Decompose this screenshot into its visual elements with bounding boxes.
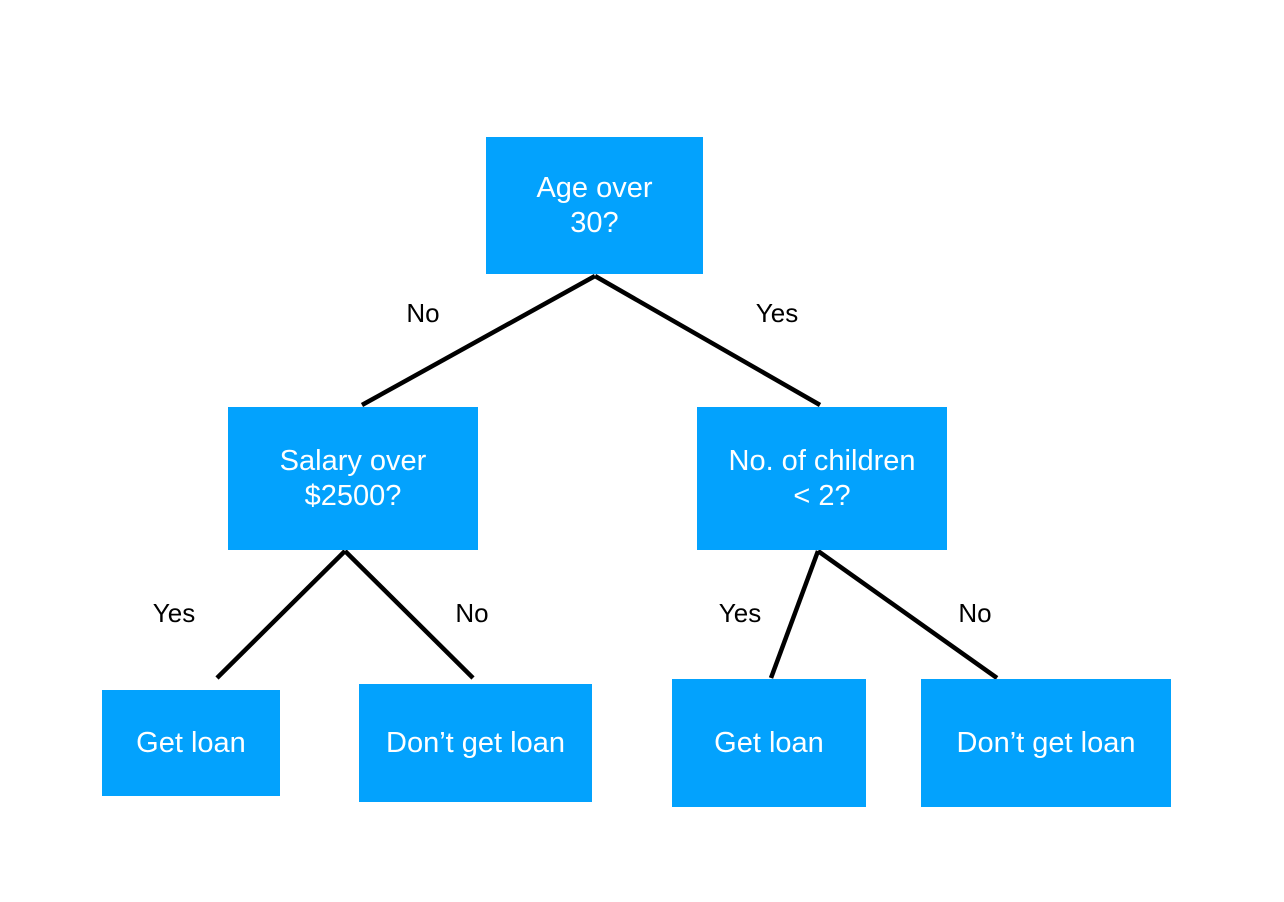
edge-label-salary-yes: Yes xyxy=(152,598,196,628)
node-children-line2: < 2? xyxy=(793,479,851,512)
edge-right-to-right-yes-leaf xyxy=(768,550,821,679)
node-salary-over-2500: Salary over $2500? xyxy=(228,407,478,550)
edge-label-children-yes: Yes xyxy=(718,598,762,628)
node-salary-line2: $2500? xyxy=(304,479,402,512)
leaf-dont-get-loan-right: Don’t get loan xyxy=(921,679,1171,807)
edge-root-to-right xyxy=(593,274,822,407)
leaf-dont-get-loan-left-label: Don’t get loan xyxy=(386,726,565,759)
edge-left-to-left-no-leaf xyxy=(343,549,475,680)
node-age-over-30: Age over 30? xyxy=(486,137,703,274)
leaf-get-loan-left: Get loan xyxy=(102,690,280,796)
edge-label-root-no: No xyxy=(406,298,440,328)
node-age-over-30-line1: Age over xyxy=(536,171,653,204)
edge-label-children-no: No xyxy=(958,598,992,628)
edge-root-to-left xyxy=(360,274,597,407)
node-salary-line1: Salary over xyxy=(279,444,427,477)
node-age-over-30-line2: 30? xyxy=(570,206,619,239)
leaf-get-loan-right: Get loan xyxy=(672,679,866,807)
edge-label-salary-no: No xyxy=(455,598,489,628)
node-children-line1: No. of children xyxy=(728,444,916,477)
edge-left-to-left-yes-leaf xyxy=(215,549,347,680)
leaf-dont-get-loan-left: Don’t get loan xyxy=(359,684,592,802)
edge-right-to-right-no-leaf xyxy=(816,549,999,680)
node-children-less-than-2: No. of children < 2? xyxy=(697,407,947,550)
edge-label-root-yes: Yes xyxy=(755,298,799,328)
leaf-get-loan-right-label: Get loan xyxy=(714,726,824,759)
leaf-dont-get-loan-right-label: Don’t get loan xyxy=(956,726,1136,759)
leaf-get-loan-left-label: Get loan xyxy=(136,726,246,759)
